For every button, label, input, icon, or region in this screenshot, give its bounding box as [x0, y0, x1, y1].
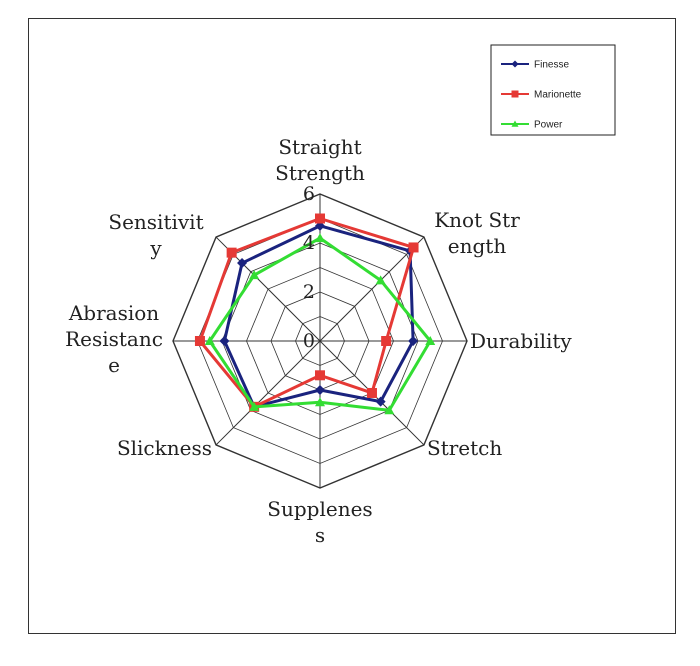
data-point — [408, 242, 419, 253]
radial-ticks: 0 2 4 6 — [303, 183, 315, 352]
axis-spoke — [215, 340, 321, 446]
axis-label: Stretch — [427, 436, 502, 460]
axis-label: Slickness — [117, 436, 212, 460]
legend-box — [490, 44, 616, 136]
legend-marker — [511, 60, 519, 68]
legend-item-marionette: Marionette — [501, 90, 582, 101]
tick-label: 2 — [303, 281, 315, 303]
axis-label: Durability — [470, 329, 572, 353]
data-point — [219, 336, 230, 346]
data-point — [375, 275, 386, 285]
data-point — [315, 370, 325, 381]
data-point — [237, 258, 248, 269]
data-point — [226, 247, 237, 258]
series-finesse — [219, 220, 419, 412]
data-point — [315, 213, 325, 224]
data-point — [249, 270, 260, 280]
series-marionette — [194, 213, 419, 412]
data-point — [366, 387, 377, 398]
data-point — [204, 336, 215, 345]
data-point — [384, 405, 395, 415]
data-point — [315, 233, 325, 243]
data-point — [249, 401, 260, 411]
legend-item-finesse: Finesse — [501, 60, 569, 71]
data-point — [315, 397, 325, 407]
legend-label: Marionette — [534, 90, 582, 101]
tick-label: 0 — [303, 330, 315, 352]
tick-label: 4 — [303, 232, 315, 254]
legend-label: Finesse — [534, 60, 569, 71]
data-point — [425, 336, 436, 345]
data-point — [408, 336, 419, 346]
data-point — [381, 336, 392, 346]
legend-label: Power — [534, 120, 563, 131]
legend-marker — [511, 90, 519, 98]
data-point — [194, 336, 205, 346]
data-point — [375, 396, 386, 407]
series-power — [204, 233, 436, 415]
data-point — [315, 385, 325, 395]
legend-item-power: Power — [501, 120, 563, 131]
legend-marker — [511, 120, 519, 127]
tick-label: 6 — [303, 183, 315, 205]
axis-spoke — [319, 236, 425, 342]
radar-series — [194, 213, 436, 415]
